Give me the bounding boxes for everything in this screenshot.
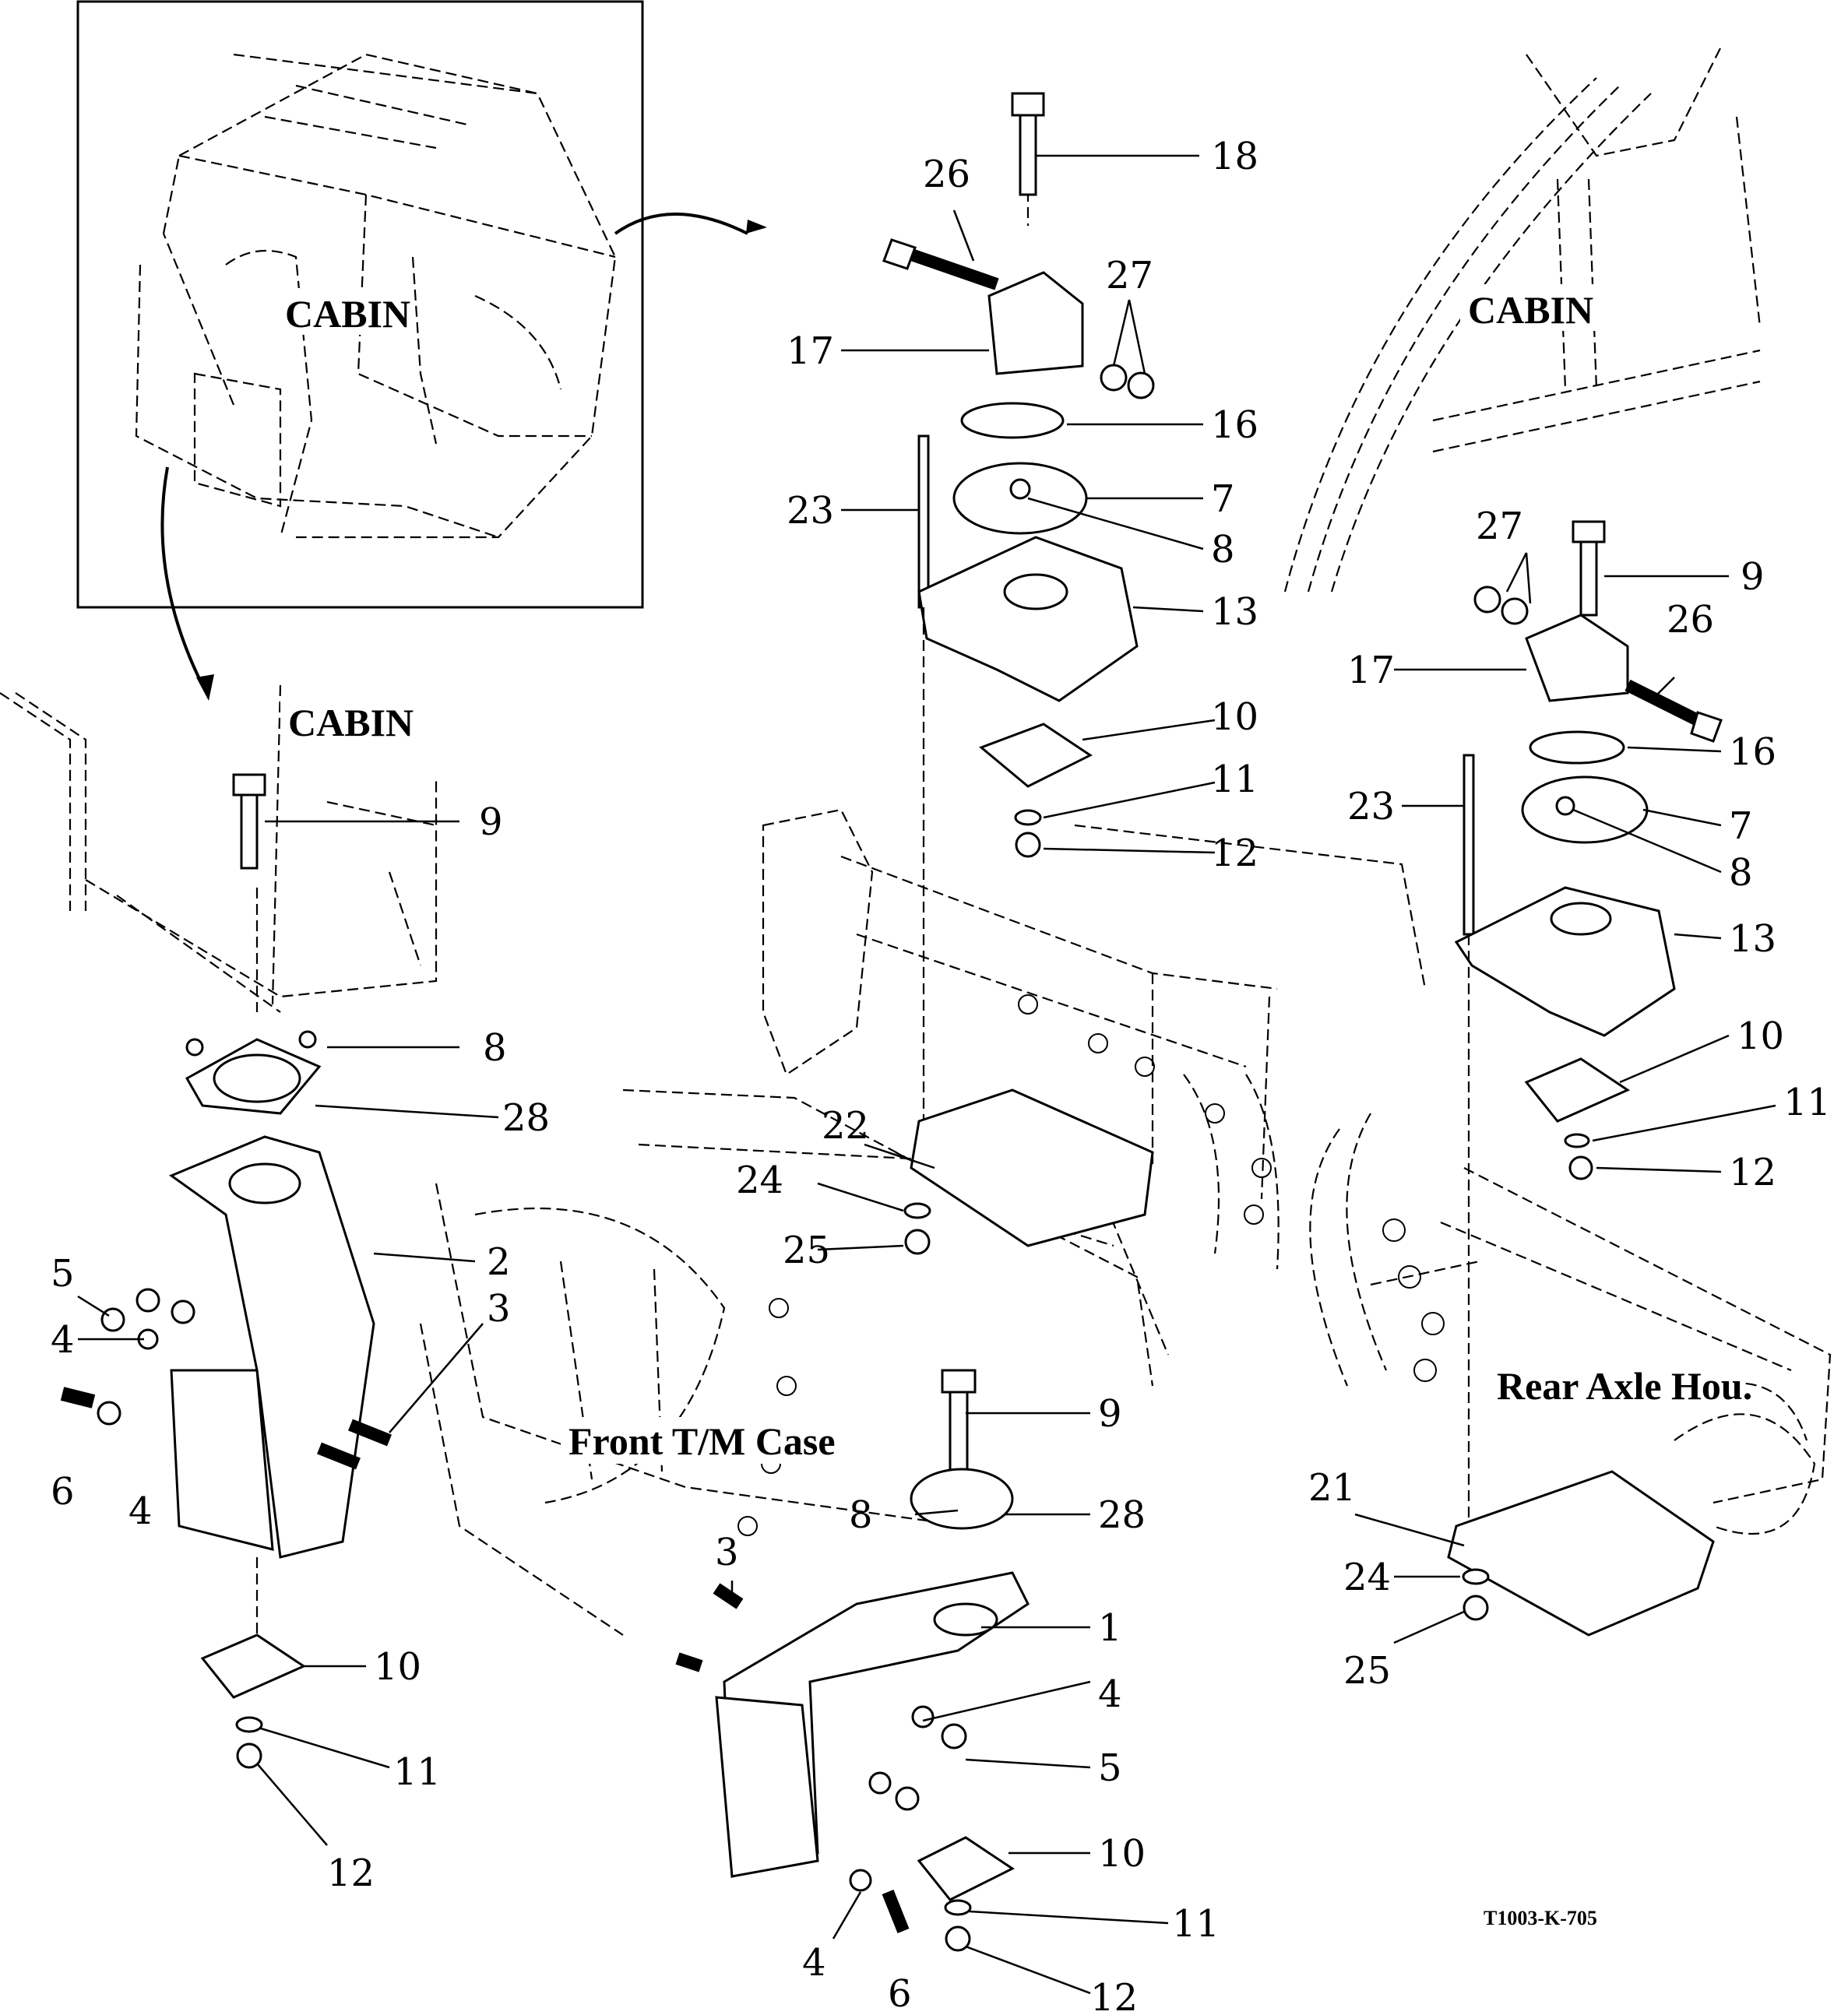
callout-8: 8 <box>1211 528 1235 571</box>
callout-10: 10 <box>1737 1015 1784 1058</box>
label-cabin-front: CABIN <box>288 701 414 744</box>
label-front-case: Front T/M Case <box>568 1419 836 1463</box>
callout-4: 4 <box>1098 1672 1122 1716</box>
callout-11: 11 <box>1783 1081 1831 1124</box>
callout-2: 2 <box>487 1240 511 1284</box>
callout-24: 24 <box>736 1159 783 1202</box>
cabin-inset: CABIN <box>76 0 767 701</box>
callout-16: 16 <box>1211 403 1258 447</box>
callout-10: 10 <box>374 1645 421 1689</box>
callout-26: 26 <box>923 153 970 196</box>
callout-9: 9 <box>1741 555 1765 599</box>
callout-8: 8 <box>849 1493 873 1537</box>
callout-18: 18 <box>1211 135 1258 178</box>
callout-3: 3 <box>487 1287 511 1331</box>
mount-stack-lower-center <box>675 1369 1030 1952</box>
callout-4: 4 <box>51 1318 75 1362</box>
callout-3: 3 <box>715 1531 739 1574</box>
callout-21: 21 <box>1308 1466 1356 1510</box>
front-cabin-frame: CABIN <box>0 684 438 1013</box>
callout-22: 22 <box>822 1104 869 1148</box>
callout-28: 28 <box>502 1096 550 1140</box>
callout-10: 10 <box>1211 695 1258 739</box>
callout-7: 7 <box>1211 477 1235 521</box>
callout-26: 26 <box>1667 598 1714 642</box>
callout-28: 28 <box>1098 1493 1146 1537</box>
callout-27: 27 <box>1476 505 1523 548</box>
callout-10: 10 <box>1098 1832 1146 1876</box>
callout-17: 17 <box>787 329 834 373</box>
drawing-code: T1003-K-705 <box>1484 1907 1597 1929</box>
callout-1: 1 <box>1098 1606 1122 1650</box>
callout-23: 23 <box>787 489 834 533</box>
mount-stack-left <box>60 773 392 1769</box>
callout-numbers: 18 26 27 17 16 23 7 8 13 10 11 12 22 24 … <box>51 135 1831 2015</box>
callout-9: 9 <box>479 800 503 844</box>
callout-13: 13 <box>1211 590 1258 634</box>
callout-12: 12 <box>1211 832 1258 875</box>
callout-11: 11 <box>1172 1902 1220 1946</box>
callout-7: 7 <box>1729 804 1753 848</box>
callout-25: 25 <box>783 1229 830 1272</box>
callout-24: 24 <box>1343 1556 1391 1599</box>
callout-4: 4 <box>802 1941 826 1985</box>
callout-11: 11 <box>393 1750 441 1794</box>
callout-12: 12 <box>1090 1976 1138 2015</box>
callout-5: 5 <box>1098 1746 1122 1790</box>
callout-8: 8 <box>483 1026 507 1070</box>
callout-12: 12 <box>1729 1151 1776 1194</box>
leader-lines <box>77 154 1776 1995</box>
callout-6: 6 <box>51 1470 75 1514</box>
mount-stack-right <box>1447 520 1723 1637</box>
callout-27: 27 <box>1106 254 1153 297</box>
mount-stack-upper-center <box>882 92 1155 1255</box>
callout-16: 16 <box>1729 730 1776 774</box>
callout-25: 25 <box>1343 1649 1391 1693</box>
callout-6: 6 <box>888 1972 912 2015</box>
callout-23: 23 <box>1347 785 1395 828</box>
callout-9: 9 <box>1098 1392 1122 1436</box>
callout-5: 5 <box>51 1252 75 1296</box>
transmission-housing: Front T/M Case Rear Axle Hou. <box>419 808 1832 1636</box>
callout-11: 11 <box>1211 758 1258 801</box>
callout-13: 13 <box>1729 917 1776 961</box>
callout-12: 12 <box>327 1851 375 1895</box>
rear-cabin-frame: CABIN <box>1283 46 1762 593</box>
callout-17: 17 <box>1347 649 1395 692</box>
label-cabin-inset: CABIN <box>285 292 410 336</box>
label-rear-axle: Rear Axle Hou. <box>1497 1364 1752 1408</box>
callout-4: 4 <box>128 1489 153 1533</box>
label-cabin-rear: CABIN <box>1468 288 1593 332</box>
callout-8: 8 <box>1729 851 1753 895</box>
